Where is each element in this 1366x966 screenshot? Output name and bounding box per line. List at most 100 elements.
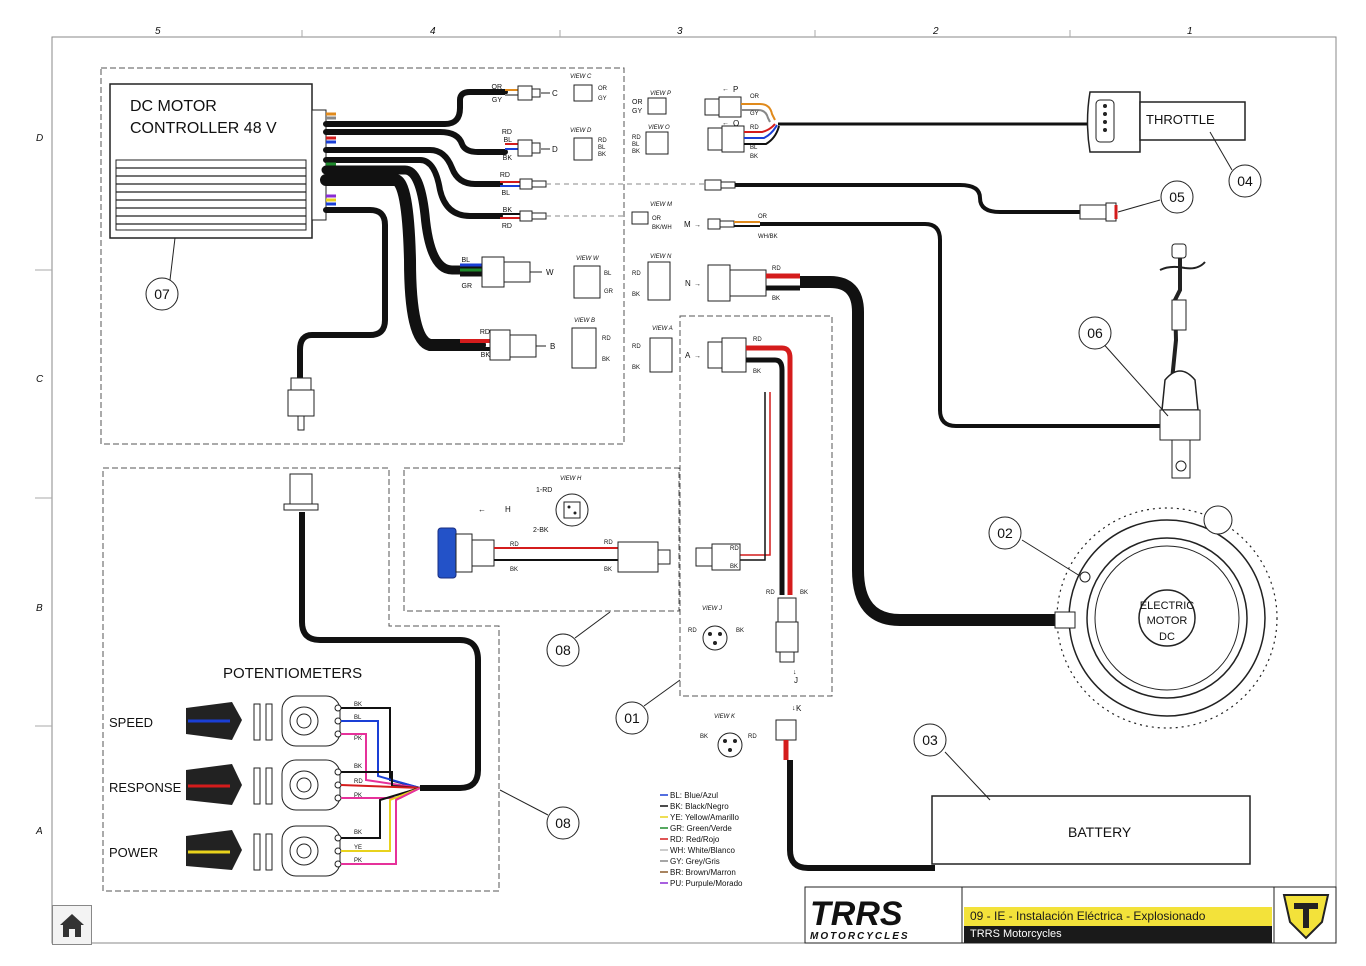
home-icon [60,914,84,937]
col-label: 2 [932,26,939,37]
svg-text:↓: ↓ [793,669,797,676]
connector-key-signal: RD BL [500,172,705,197]
col-label: 1 [1187,26,1193,37]
svg-text:1-RD: 1-RD [536,487,552,494]
response-label: RESPONSE [109,780,182,795]
battery-connector-box [679,315,833,697]
svg-text:BK: BK [632,292,640,298]
svg-text:OR: OR [632,99,643,106]
controller-title-2: CONTROLLER 48 V [130,120,277,137]
svg-text:→: → [694,353,701,360]
svg-text:RD: RD [510,542,519,548]
svg-text:RD: RD [502,223,512,230]
key-switch-box [403,467,680,612]
connector-label-w: W [546,268,554,277]
connector-c: OR GY C VIEW C OR GY [492,74,608,104]
svg-text:BL: BL [503,137,512,144]
connector-label-a: A [685,351,691,360]
battery-label: BATTERY [1068,824,1132,840]
dc-motor-controller: DC MOTOR CONTROLLER 48 V [109,83,327,239]
svg-text:BK: BK [354,702,362,708]
legend-item: PU: Purpule/Morado [670,879,743,888]
svg-text:RD: RD [748,734,757,740]
controller-title-1: DC MOTOR [130,98,217,115]
row-label: B [36,603,43,614]
svg-text:←: ← [478,505,486,514]
connector-a: VIEW A RD BK A → RD BK [632,326,793,595]
view-label-a: VIEW A [652,326,673,332]
motor-label-1: ELECTRIC [1140,600,1194,612]
view-label-p: VIEW P [650,91,671,97]
svg-text:BK: BK [598,152,606,158]
svg-text:RD: RD [730,546,739,552]
svg-text:RD: RD [604,540,613,546]
connector-b: RD BK B VIEW B RD BK [460,318,611,369]
svg-text:OR: OR [652,216,662,222]
view-label-h: VIEW H [560,476,582,482]
sheet-frame [51,36,1337,944]
view-label-k: VIEW K [714,714,736,720]
potentiometer-box [102,467,500,892]
svg-text:RD: RD [502,129,512,136]
connector-o: ← O RD BL BK [707,119,1090,160]
svg-text:BK: BK [753,369,761,375]
svg-text:RD: RD [480,329,490,336]
callout-06: 06 [1087,325,1103,341]
view-label-m: VIEW M [650,202,672,208]
svg-text:GR: GR [462,283,473,290]
electric-motor: ELECTRIC MOTOR DC [1021,505,1278,729]
frame-ticks [35,30,1071,727]
view-label-n: VIEW N [650,254,672,260]
legend-item: WH: White/Blanco [670,846,735,855]
svg-text:←: ← [722,86,729,93]
drawing-subtitle: TRRS Motorcycles [964,926,1272,943]
connector-j: RD BK ↓ J VIEW J RD BK [688,590,808,685]
legend-item: BK: Black/Negro [670,802,729,811]
connector-label-p: P [733,85,738,94]
svg-text:→: → [694,222,701,229]
svg-text:BL: BL [501,190,510,197]
svg-text:BK: BK [354,830,362,836]
home-button[interactable] [52,905,92,945]
view-label-o: VIEW O [648,125,670,131]
connector-label-j: J [794,676,798,685]
speed-label: SPEED [109,715,153,730]
callout-04: 04 [1237,173,1253,189]
svg-text:2-BK: 2-BK [533,527,549,534]
connector-label-c: C [552,89,558,98]
callout-07: 07 [154,286,170,302]
brake-lever-06 [1099,243,1206,479]
connector-label-h: H [505,505,511,514]
svg-text:PK: PK [354,858,362,864]
col-label: 4 [430,26,436,37]
svg-text:BL: BL [632,142,640,148]
col-label: 3 [677,26,683,37]
legend-item: GR: Green/Verde [670,824,732,833]
legend-item: BL: Blue/Azul [670,791,718,800]
svg-text:GY: GY [598,96,607,102]
svg-text:BK: BK [602,357,610,363]
connector-label-k: K [796,704,802,713]
svg-text:BK: BK [750,154,758,160]
svg-text:BK: BK [510,567,518,573]
svg-text:BL: BL [598,145,606,151]
connector-m: VIEW M OR BK/WH M → OR WH/BK [631,202,1160,428]
svg-text:BK: BK [800,590,808,596]
callout-02: 02 [997,525,1013,541]
connector-label-b: B [550,342,555,351]
row-label: D [36,133,43,144]
svg-text:RD: RD [598,138,607,144]
grid-column-labels: 5 4 3 2 1 [155,26,1193,37]
controller-harness [297,89,508,383]
svg-text:GY: GY [632,108,642,115]
svg-text:OR: OR [598,86,608,92]
connector-label-o: O [733,119,739,128]
throttle: THROTTLE [1086,91,1246,171]
controller-box [100,67,625,445]
connector-p: ← P OR GY [704,85,776,123]
svg-text:BK: BK [632,149,640,155]
callout-03: 03 [922,732,938,748]
svg-text:RD: RD [753,337,762,343]
controller-plug [287,377,315,431]
svg-text:BK/WH: BK/WH [652,225,672,231]
